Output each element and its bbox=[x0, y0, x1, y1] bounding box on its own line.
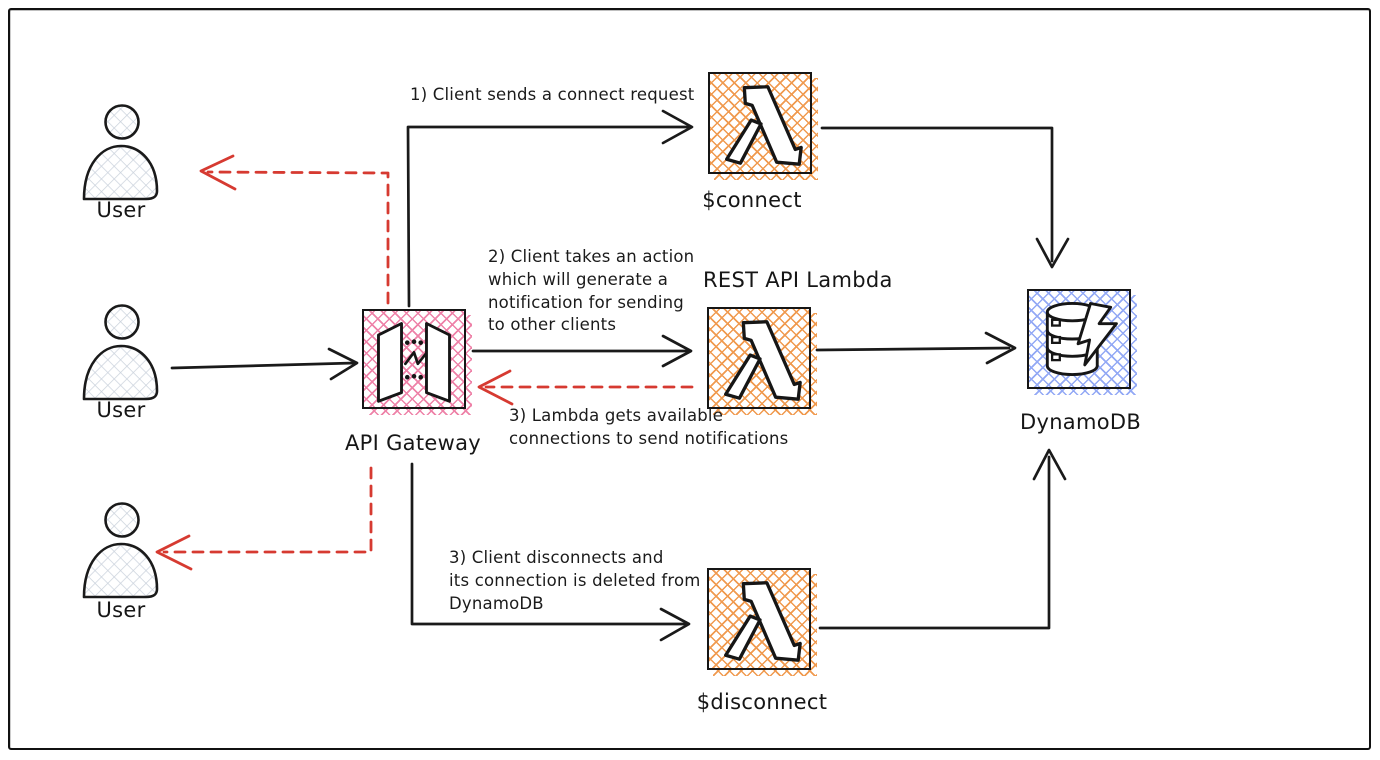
user-icon bbox=[82, 502, 159, 599]
api-gateway-node bbox=[362, 309, 472, 415]
dynamodb-icon bbox=[1045, 302, 1118, 376]
api-gateway-label: API Gateway bbox=[345, 431, 481, 455]
annotation-step1: 1) Client sends a connect request bbox=[410, 85, 695, 104]
lambda-icon bbox=[725, 85, 803, 166]
lambda-icon bbox=[724, 581, 802, 662]
disconnect-lambda-label: $disconnect bbox=[696, 690, 828, 714]
connect-lambda-node bbox=[708, 72, 818, 180]
user-label-middle: User bbox=[96, 398, 146, 422]
lambda-icon bbox=[724, 320, 802, 401]
rest-lambda-title: REST API Lambda bbox=[703, 268, 893, 292]
user-label-bottom: User bbox=[96, 598, 146, 622]
rest-lambda-node bbox=[707, 307, 817, 415]
connect-lambda-label: $connect bbox=[702, 188, 802, 212]
annotation-step2: 2) Client takes an action which will gen… bbox=[488, 247, 695, 335]
user-icon bbox=[82, 104, 159, 201]
annotation-step3-disconnect: 3) Client disconnects and its connection… bbox=[449, 548, 701, 613]
dynamodb-label: DynamoDB bbox=[1020, 410, 1142, 434]
annotation-step3-notify: 3) Lambda gets available connections to … bbox=[509, 406, 789, 448]
dynamodb-node bbox=[1027, 289, 1137, 395]
outer-border bbox=[8, 8, 1371, 750]
disconnect-lambda-node bbox=[707, 568, 817, 676]
user-icon bbox=[82, 304, 159, 401]
user-label-top: User bbox=[96, 198, 146, 222]
api-gateway-icon bbox=[377, 322, 451, 403]
